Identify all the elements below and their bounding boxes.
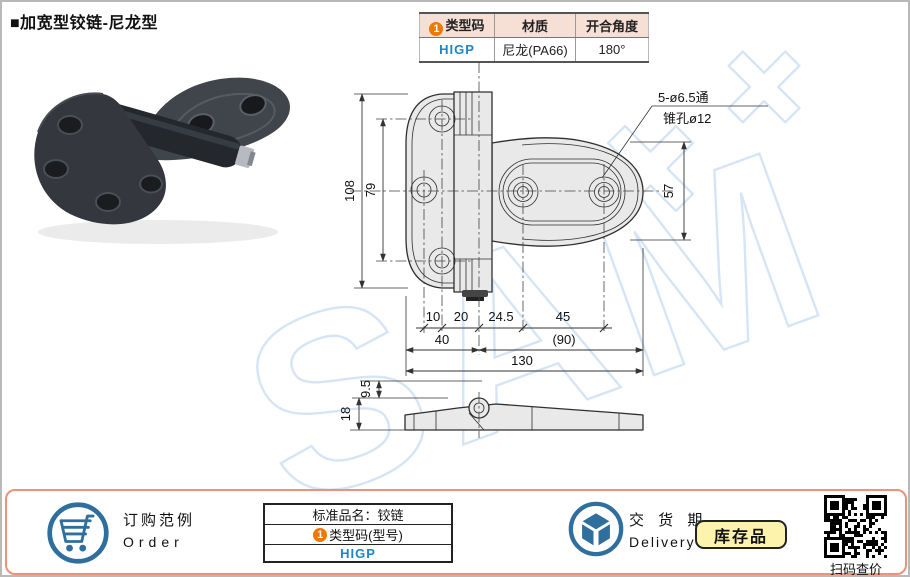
top-view-drawing xyxy=(350,62,674,355)
callout-line1: 5-ø6.5通 xyxy=(658,90,709,105)
product-photo xyxy=(34,77,290,244)
cart-icon xyxy=(47,502,109,564)
spec-value-row: HIGP 尼龙(PA66) 180° xyxy=(419,37,649,63)
dimensions: 108 79 57 5-ø6.5通 锥孔ø12 10 20 24.5 45 40 xyxy=(342,90,768,376)
spec-value-type: HIGP xyxy=(419,37,495,63)
order-example-label: 订购范例 Order xyxy=(123,509,195,550)
delivery-cn: 交 货 期 xyxy=(629,512,708,529)
page-title: ■加宽型铰链-尼龙型 xyxy=(10,15,158,32)
centerlines xyxy=(350,62,674,355)
pin-end-cap xyxy=(462,290,488,297)
photo-shadow xyxy=(38,220,278,244)
number-1-badge-icon: 1 xyxy=(429,22,444,36)
hole-callout: 5-ø6.5通 锥孔ø12 xyxy=(601,90,768,179)
dim-18-label: 18 xyxy=(338,407,353,421)
spec-header-material: 材质 xyxy=(494,12,576,38)
callout-line2: 锥孔ø12 xyxy=(663,111,711,126)
spec-value-material: 尼龙(PA66) xyxy=(494,37,576,63)
photo-wing-plate xyxy=(34,92,166,225)
side-view-drawing: 9.5 18 xyxy=(338,380,644,438)
dim-10-label: 10 xyxy=(426,309,440,324)
dim-24-5-label: 24.5 xyxy=(488,309,513,324)
dim-79-label: 79 xyxy=(363,183,378,197)
qr-caption: 扫码查价 xyxy=(829,562,882,577)
standard-name-row: 标准品名：铰链 xyxy=(312,508,404,523)
dim-57-label: 57 xyxy=(661,184,676,198)
order-example-cn: 订购范例 xyxy=(123,512,196,529)
watermark-cross-icon xyxy=(727,50,801,124)
type-code-value: HIGP xyxy=(265,544,451,561)
dim-9-5-label: 9.5 xyxy=(358,380,373,398)
delivery-label: 交 货 期 Delivery xyxy=(629,509,707,550)
dim-130-label: 130 xyxy=(511,353,533,368)
dim-20-label: 20 xyxy=(454,309,468,324)
qr-code xyxy=(824,495,887,558)
delivery-en: Delivery xyxy=(629,534,696,550)
dim-108-label: 108 xyxy=(342,180,357,202)
stock-badge: 库存品 xyxy=(695,520,787,549)
spec-header-angle: 开合角度 xyxy=(575,12,649,38)
watermark-logo: SAM xyxy=(211,50,865,559)
number-1-badge-icon: 1 xyxy=(313,527,328,542)
order-example-en: Order xyxy=(123,534,184,550)
spec-value-angle: 180° xyxy=(575,37,649,63)
dim-90-label: (90) xyxy=(552,332,575,347)
delivery-box-icon xyxy=(568,501,624,557)
dim-40-label: 40 xyxy=(435,332,449,347)
dim-45-label: 45 xyxy=(556,309,570,324)
